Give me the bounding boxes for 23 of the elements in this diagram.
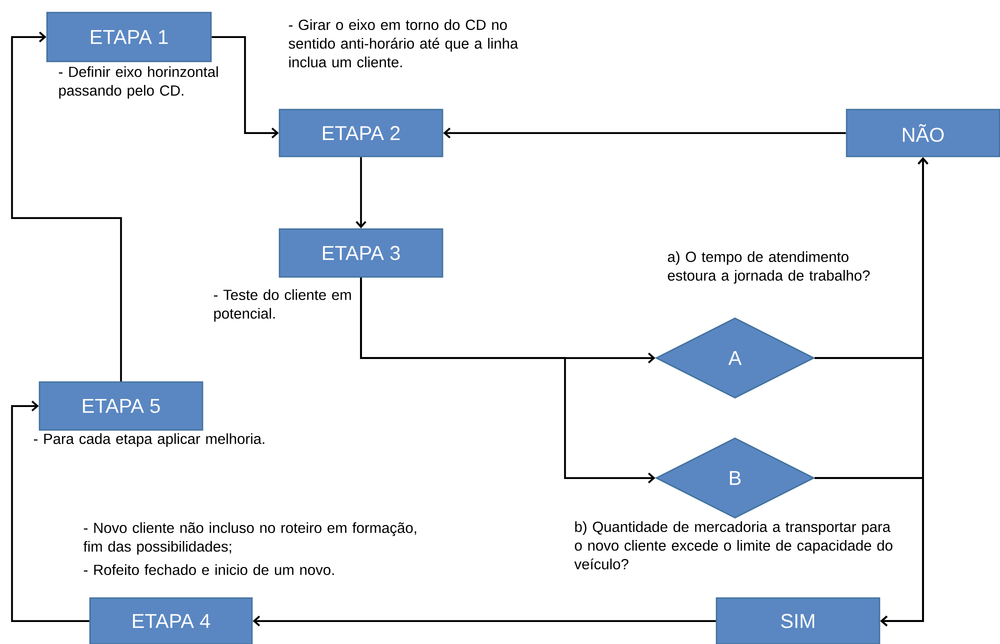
note-text: - Girar o eixo em torno do CD no sentido anti-horário até que a linha inclua um cliente. — [288, 19, 518, 68]
process-box: ETAPA 2 — [278, 108, 444, 158]
note-text: - Teste do cliente em potencial. — [214, 289, 351, 322]
arrow — [814, 477, 924, 626]
process-box: ETAPA 4 — [89, 597, 253, 644]
note-text: - Rofeito fechado e inicio de um novo. — [84, 564, 334, 576]
note-text: b) Quantidade de mercadoria a transportar para o novo cliente excede o limite de capacidade do veículo? — [574, 521, 892, 570]
arrow — [252, 616, 716, 626]
arrow — [11, 400, 90, 622]
process-box: ETAPA 1 — [46, 12, 212, 62]
process-box: NÃO — [846, 108, 1000, 158]
note-text: - Definir eixo horinzontal passando pelo CD. — [58, 66, 218, 99]
note-text: - Novo cliente não incluso no roteiro em formação, fim das possibilidades; — [83, 522, 416, 555]
arrow — [356, 157, 366, 228]
arrow — [212, 36, 279, 138]
note-text: a) O tempo de atendimento estoura a jornada de trabalho? — [668, 251, 870, 284]
note-text: - Para cada etapa aplicar melhoria. — [34, 433, 264, 447]
process-box: ETAPA 5 — [38, 381, 204, 431]
arrow — [360, 278, 656, 484]
arrow — [11, 32, 122, 382]
arrow — [443, 128, 846, 138]
process-box: SIM — [716, 597, 880, 644]
process-box: ETAPA 3 — [278, 228, 444, 278]
